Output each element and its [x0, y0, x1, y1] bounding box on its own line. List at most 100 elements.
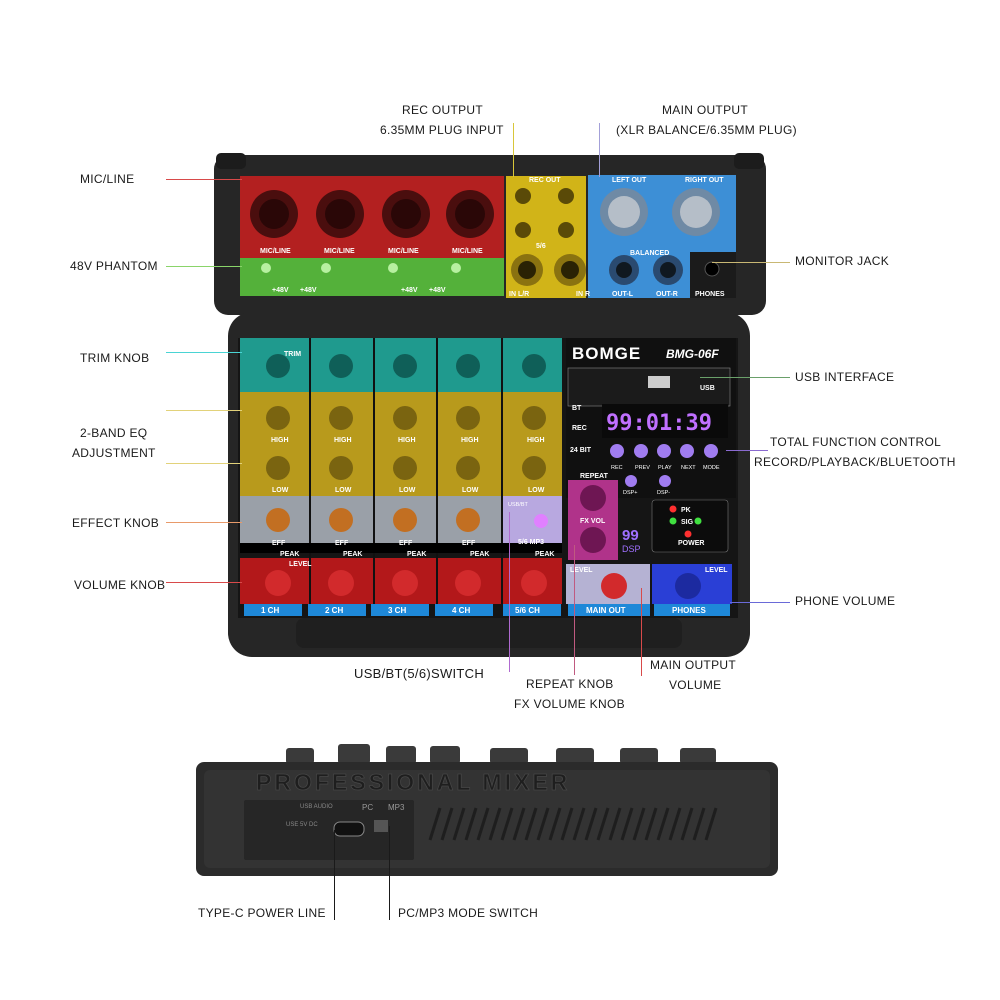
side-5v-label: USE 5V DC [286, 822, 318, 828]
left-out-label: LEFT OUT [612, 177, 647, 184]
main-output-callout: MAIN OUTPUT [662, 103, 748, 117]
channel-label-3: 3 CH [388, 606, 406, 615]
eff-label: EFF [272, 540, 286, 547]
main-output-volume-callout: MAIN OUTPUT [650, 658, 736, 672]
eq-low-leader [166, 463, 242, 464]
eff-label: EFF [399, 540, 413, 547]
low-label: LOW [272, 487, 289, 494]
btn-prev-label: PREV [635, 465, 650, 471]
side-mp3-label: MP3 [388, 803, 405, 812]
channel-label-1: 1 CH [261, 606, 279, 615]
sig-label: SIG [681, 519, 694, 526]
rec-label: REC [572, 425, 587, 432]
mic-line-label: MIC/LINE [452, 248, 483, 255]
high-label: HIGH [398, 437, 416, 444]
btn-next-label: NEXT [681, 465, 696, 471]
pc-mp3-leader [389, 826, 390, 920]
peak-label: PEAK [470, 551, 489, 558]
channel-strip-labels-bg [244, 604, 730, 616]
level-label: LEVEL [570, 567, 593, 574]
phantom-label: +48V [300, 287, 317, 294]
high-label: HIGH [461, 437, 479, 444]
power-label: POWER [678, 540, 704, 547]
low-label: LOW [462, 487, 479, 494]
eq-callout-line2: ADJUSTMENT [72, 446, 156, 460]
usb-label: USB [700, 385, 715, 392]
effect-leader [166, 522, 242, 523]
peak-label: PEAK [535, 551, 554, 558]
btn-rec-label: REC [611, 465, 623, 471]
eq-high-leader [166, 410, 242, 411]
mic-line-callout: MIC/LINE [80, 172, 135, 186]
pk-label: PK [681, 507, 691, 514]
out-r-label: OUT-R [656, 291, 678, 298]
xlr-combo-jacks [250, 190, 494, 238]
side-usb-label: USB AUDIO [300, 804, 333, 810]
display-digits: 99:01:39 [606, 411, 712, 436]
monitor-jack-callout: MONITOR JACK [795, 254, 890, 268]
phones-jack-label: PHONES [695, 291, 725, 298]
eff-label: EFF [335, 540, 349, 547]
mp3-56-label: 5/6 MP3 [518, 539, 544, 546]
type-c-callout: TYPE-C POWER LINE [198, 906, 326, 920]
out-l-label: OUT-L [612, 291, 634, 298]
channel-label-4: 4 CH [452, 606, 470, 615]
mic-line-label: MIC/LINE [324, 248, 355, 255]
phantom-label: +48V [272, 287, 289, 294]
ch56-label: 5/6 [536, 243, 546, 250]
phones-strip-label: PHONES [672, 606, 706, 615]
side-pc-label: PC [362, 803, 373, 812]
main-output-volume-callout-line2: VOLUME [669, 678, 722, 692]
phantom-label: +48V [429, 287, 446, 294]
rec-output-callout-line2: 6.35MM PLUG INPUT [380, 123, 504, 137]
phantom-leader [166, 266, 242, 267]
total-control-leader [726, 450, 768, 451]
mic-line-leader [166, 179, 242, 180]
low-label: LOW [399, 487, 416, 494]
effect-knob-callout: EFFECT KNOB [72, 516, 160, 530]
model-label: BMG-06F [666, 347, 719, 361]
volume-leader [166, 582, 242, 583]
rec-output-leader [513, 123, 514, 177]
repeat-knob-leader [574, 545, 575, 675]
eff-label: EFF [462, 540, 476, 547]
channel-label-56: 5/6 CH [515, 606, 540, 615]
usb-interface-callout: USB INTERFACE [795, 370, 895, 384]
trim-leader [166, 352, 242, 353]
brand-label: BOMGE [572, 344, 641, 363]
dsp-number: 99 [622, 527, 639, 544]
side-brand-label: PROFESSIONAL MIXER [256, 769, 570, 795]
dsp-plus-label: DSP+ [623, 490, 638, 496]
dsp-label: DSP [622, 544, 641, 554]
low-label: LOW [528, 487, 545, 494]
in-lr-label: IN L/R [509, 291, 529, 298]
usb-bt-switch-leader [509, 512, 510, 672]
24bit-label: 24 BIT [570, 447, 592, 454]
phone-volume-callout: PHONE VOLUME [795, 594, 896, 608]
rec-out-label: REC OUT [529, 177, 561, 184]
mic-line-label: MIC/LINE [388, 248, 419, 255]
dsp-minus-label: DSP- [657, 490, 670, 496]
total-control-callout-line2: RECORD/PLAYBACK/BLUETOOTH [754, 455, 956, 469]
type-c-leader [334, 830, 335, 920]
fx-vol-label: FX VOL [580, 518, 606, 525]
monitor-jack-leader [712, 262, 790, 263]
usb-leader [700, 377, 790, 378]
eq-callout: 2-BAND EQ [80, 426, 148, 440]
main-out-label: MAIN OUT [586, 606, 626, 615]
high-label: HIGH [334, 437, 352, 444]
repeat-knob-callout: REPEAT KNOB [526, 677, 614, 691]
channel-label-2: 2 CH [325, 606, 343, 615]
repeat-label: REPEAT [580, 473, 609, 480]
peak-label: PEAK [280, 551, 299, 558]
balanced-label: BALANCED [630, 250, 669, 257]
mic-line-label: MIC/LINE [260, 248, 291, 255]
peak-label: PEAK [407, 551, 426, 558]
high-label: HIGH [527, 437, 545, 444]
trim-knob-callout: TRIM KNOB [80, 351, 150, 365]
in-r-label: IN R [576, 291, 590, 298]
peak-label: PEAK [343, 551, 362, 558]
phone-volume-leader [730, 602, 790, 603]
